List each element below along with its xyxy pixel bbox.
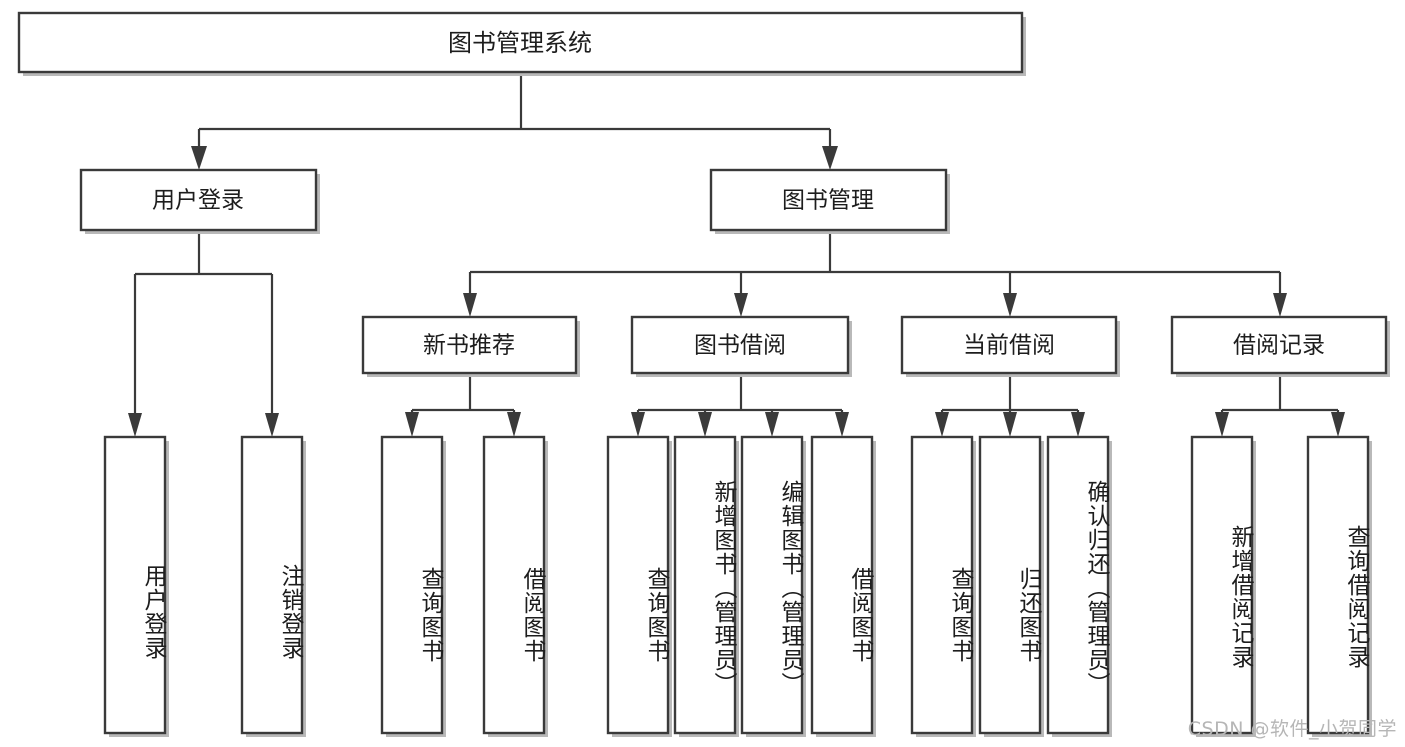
node-leaf-query-book-3[interactable]: [910, 435, 976, 737]
node-leaf-query-book-2[interactable]: [606, 435, 672, 737]
node-borrow-record-label: 借阅记录: [1233, 333, 1325, 359]
node-leaf-query-record-rect: [1306, 435, 1370, 735]
arrow-head-leaf-add-record: [1215, 412, 1229, 437]
node-leaf-borrow-book-2-rect: [810, 435, 874, 735]
node-leaf-add-book-rect: [673, 435, 737, 735]
node-leaf-user-logout[interactable]: [240, 435, 306, 737]
node-leaf-return-book-rect: [978, 435, 1042, 735]
node-leaf-user-login-rect: [103, 435, 167, 735]
node-user-login[interactable]: 用户登录: [79, 168, 320, 234]
csdn-watermark: CSDN @软件_小贺同学: [1187, 718, 1397, 740]
arrow-head-leaf-return-book: [1003, 412, 1017, 437]
arrow-head-leaf-query-record: [1331, 412, 1345, 437]
node-leaf-borrow-book-1[interactable]: [482, 435, 548, 737]
connector-group-borrow-record: [1215, 375, 1345, 437]
arrow-head-leaf-query-book-2: [631, 412, 645, 437]
node-leaf-query-book-1[interactable]: [380, 435, 446, 737]
node-user-login-rect: [79, 168, 318, 232]
node-leaf-borrow-book-1-rect: [482, 435, 546, 735]
arrow-head-leaf-query-book-3: [935, 412, 949, 437]
node-leaf-borrow-book-2[interactable]: [810, 435, 876, 737]
node-current-borrow[interactable]: 当前借阅: [900, 315, 1120, 377]
node-borrow-record[interactable]: 借阅记录: [1170, 315, 1390, 377]
connector-group-root: [191, 74, 838, 170]
connector-group-book-borrow: [631, 375, 849, 437]
node-book-borrow-rect: [630, 315, 850, 375]
node-book-manage[interactable]: 图书管理: [709, 168, 950, 234]
node-new-book-recommend-rect: [361, 315, 578, 375]
node-leaf-query-book-1-rect: [380, 435, 444, 735]
connector-group-user-login: [128, 232, 279, 437]
node-leaf-user-login[interactable]: [103, 435, 169, 737]
arrow-head-leaf-add-book: [698, 412, 712, 437]
arrow-head-leaf-user-login: [128, 413, 142, 437]
arrow-head-book-manage: [822, 146, 838, 170]
node-current-borrow-label: 当前借阅: [963, 333, 1055, 359]
node-leaf-add-record[interactable]: [1190, 435, 1256, 737]
node-new-book-recommend[interactable]: 新书推荐: [361, 315, 580, 377]
node-current-borrow-rect: [900, 315, 1118, 375]
node-leaf-add-record-rect: [1190, 435, 1254, 735]
arrow-head-leaf-borrow-book-2: [835, 412, 849, 437]
arrow-head-new-book-recommend: [463, 293, 477, 317]
arrow-head-leaf-borrow-book-1: [507, 412, 521, 437]
node-leaf-query-book-3-rect: [910, 435, 974, 735]
connector-group-current-borrow: [935, 375, 1085, 437]
node-book-borrow[interactable]: 图书借阅: [630, 315, 852, 377]
node-book-manage-label: 图书管理: [782, 188, 874, 214]
connector-group-new-book-recommend: [405, 375, 521, 437]
arrow-head-leaf-query-book-1: [405, 412, 419, 437]
node-leaf-query-book-2-rect: [606, 435, 670, 735]
node-leaf-query-record[interactable]: [1306, 435, 1372, 737]
node-root-label: 图书管理系统: [448, 29, 592, 57]
connector-group-book-manage: [463, 232, 1287, 317]
node-leaf-edit-book-rect: [740, 435, 804, 735]
node-leaf-add-book[interactable]: [673, 435, 739, 737]
arrow-head-current-borrow: [1003, 293, 1017, 317]
node-book-borrow-label: 图书借阅: [694, 333, 786, 359]
arrow-head-leaf-user-logout: [265, 413, 279, 437]
node-book-manage-rect: [709, 168, 948, 232]
arrow-head-leaf-confirm-return: [1071, 412, 1085, 437]
node-leaf-edit-book[interactable]: [740, 435, 806, 737]
arrow-head-book-borrow: [734, 293, 748, 317]
node-borrow-record-rect: [1170, 315, 1388, 375]
node-root[interactable]: 图书管理系统: [17, 11, 1026, 76]
arrow-head-borrow-record: [1273, 293, 1287, 317]
node-root-rect: [17, 11, 1024, 74]
node-leaf-confirm-return[interactable]: [1046, 435, 1112, 737]
node-leaf-user-logout-rect: [240, 435, 304, 735]
node-new-book-recommend-label: 新书推荐: [423, 333, 515, 359]
arrow-head-leaf-edit-book: [765, 412, 779, 437]
node-leaf-return-book[interactable]: [978, 435, 1044, 737]
node-leaf-confirm-return-rect: [1046, 435, 1110, 735]
arrow-head-user-login: [191, 146, 207, 170]
node-user-login-label: 用户登录: [152, 188, 244, 214]
